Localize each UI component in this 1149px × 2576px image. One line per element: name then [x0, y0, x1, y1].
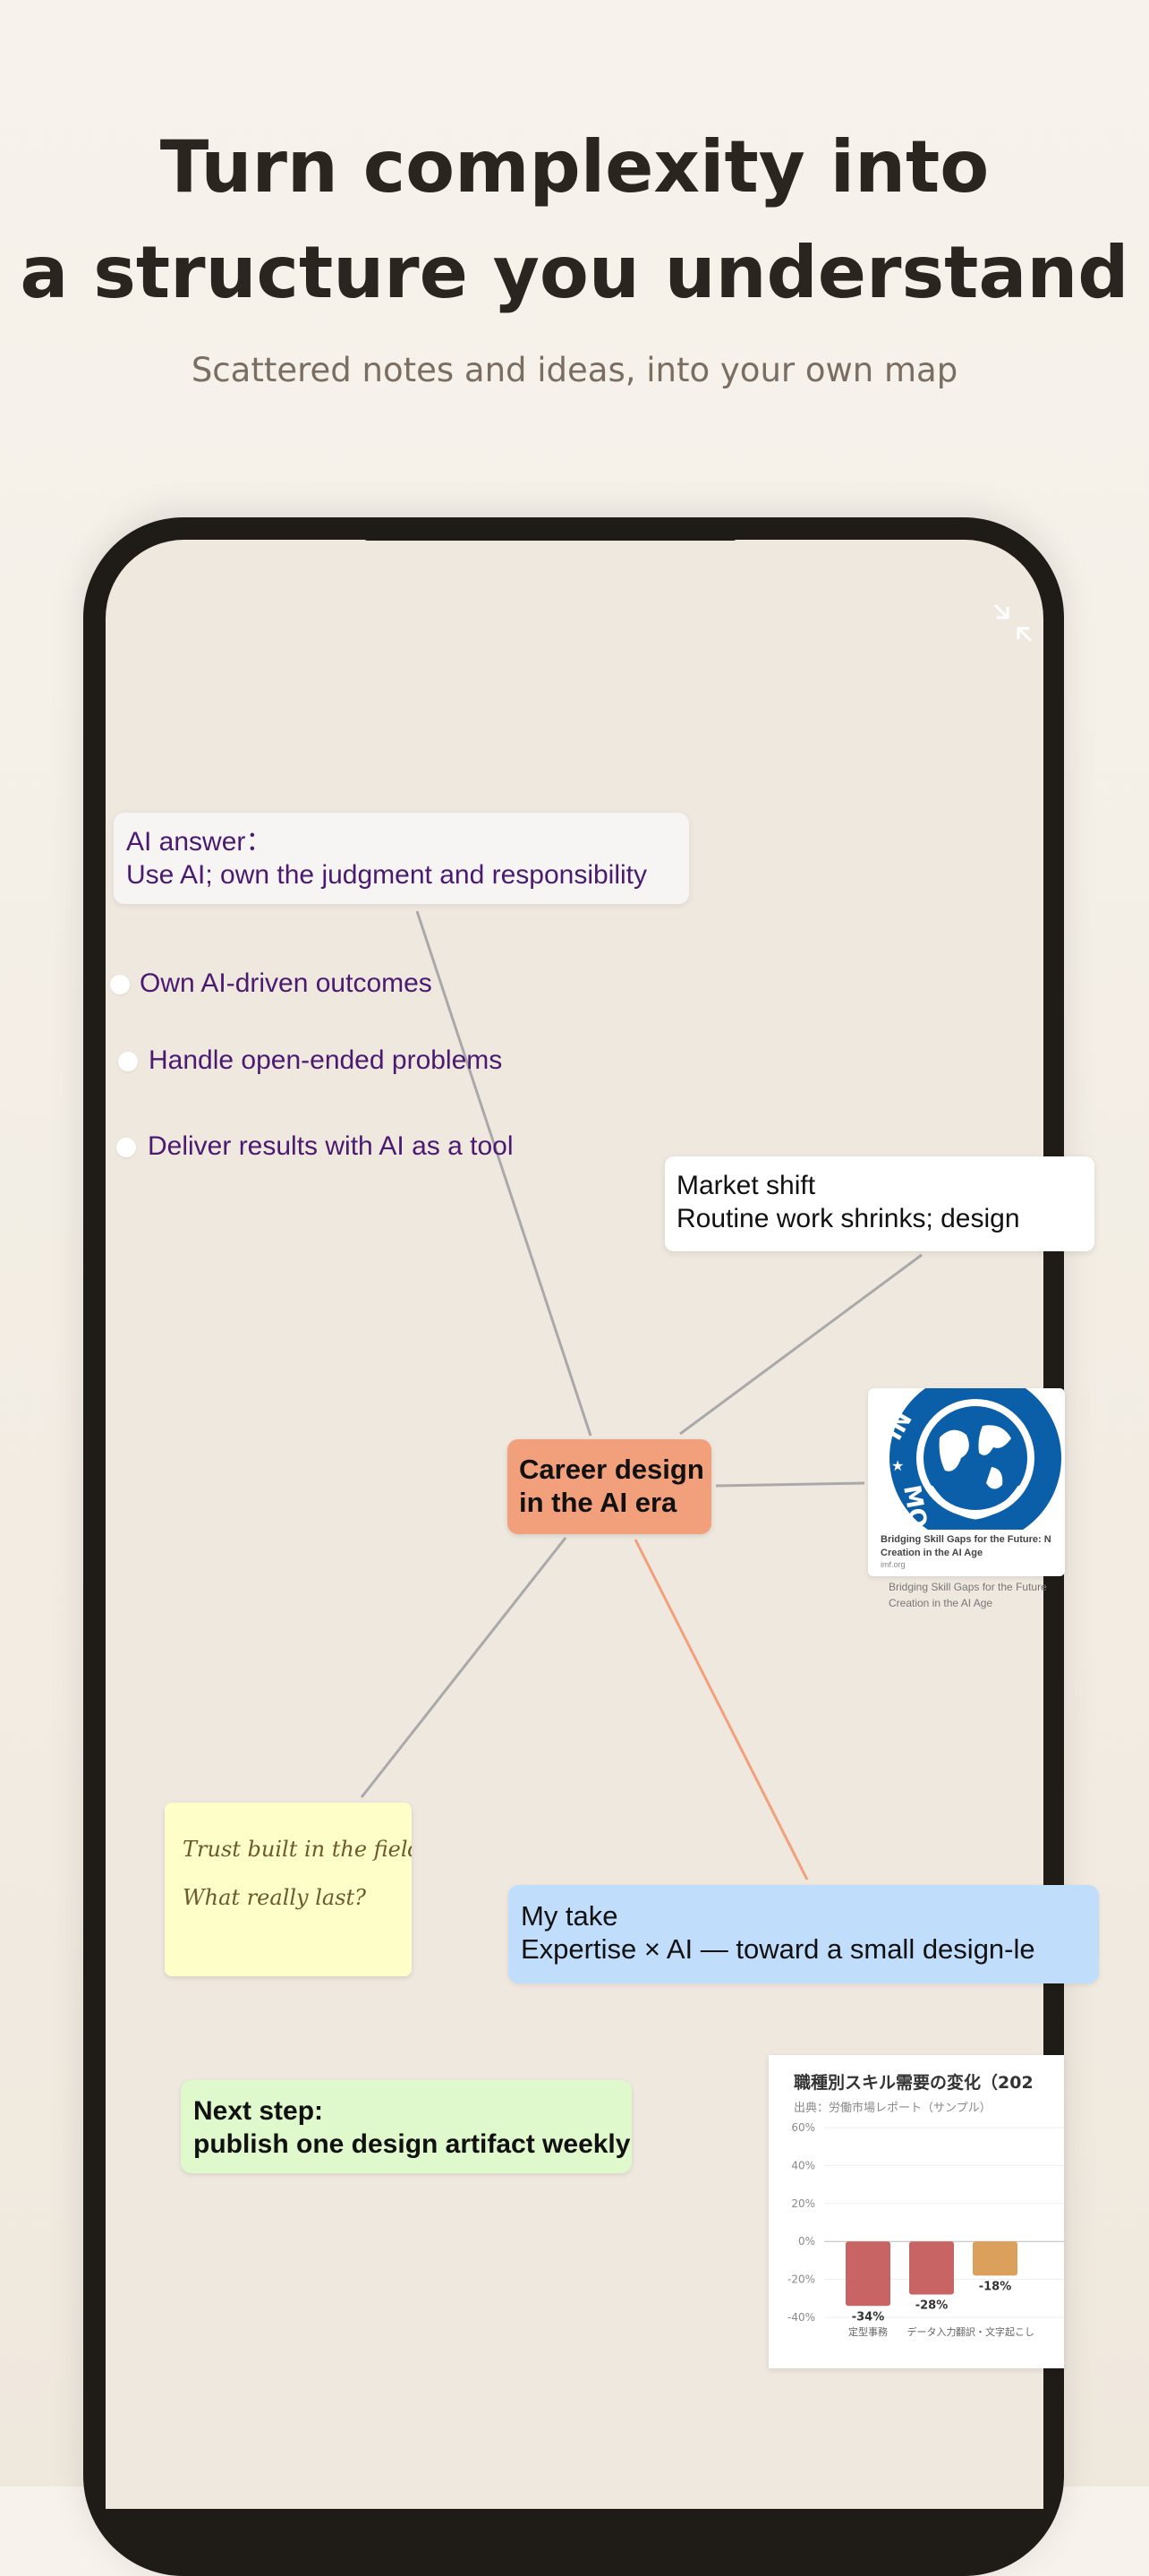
- chart-category-label: 翻訳・文字起こし: [956, 2325, 1034, 2338]
- chart-bar: [909, 2241, 954, 2295]
- ai-answer-node[interactable]: AI answer： Use AI; own the judgment and …: [114, 813, 689, 904]
- svg-text:★: ★: [891, 1457, 904, 1474]
- connector-sticky: [360, 1537, 567, 1798]
- phone-notch: [362, 535, 738, 541]
- connector-link-card: [715, 1481, 865, 1488]
- chart-category-label: データ入力: [907, 2325, 957, 2338]
- link-card-node[interactable]: IN MO ★ Bridging Skill Gaps for the Futu…: [868, 1388, 1065, 1576]
- ai-answer-label: AI answer：: [126, 827, 273, 857]
- my-take-text: Expertise × AI — toward a small design-l…: [521, 1933, 1035, 1965]
- bullet-item-3[interactable]: Deliver results with AI as a tool: [148, 1131, 514, 1161]
- bullet-dot-3: [116, 1138, 136, 1157]
- headline-line-1: Turn complexity into: [159, 125, 990, 209]
- bullet-dot-2: [118, 1052, 138, 1071]
- chart-ytick-label: 0%: [798, 2235, 815, 2248]
- sticky-note-node[interactable]: Trust built in the field is What really …: [165, 1803, 412, 1976]
- market-shift-text: Routine work shrinks; design: [677, 1204, 1020, 1233]
- central-line-1: Career design: [519, 1454, 704, 1485]
- chart-ytick-label: -20%: [787, 2273, 815, 2286]
- headline-line-2: a structure you understand: [20, 231, 1129, 314]
- chart-value-label: -28%: [915, 2299, 949, 2313]
- chart-title: 職種別スキル需要の変化（202: [794, 2073, 1034, 2093]
- next-step-node[interactable]: Next step: publish one design artifact w…: [181, 2080, 632, 2173]
- bullet-item-1[interactable]: Own AI-driven outcomes: [140, 968, 432, 998]
- bullet-item-2[interactable]: Handle open-ended problems: [149, 1045, 503, 1075]
- chart-value-label: -34%: [852, 2310, 885, 2324]
- ai-answer-text: Use AI; own the judgment and responsibil…: [126, 860, 647, 890]
- chart-bar: [973, 2241, 1017, 2276]
- connector-ai-answer: [415, 910, 592, 1437]
- subtitle: Scattered notes and ideas, into your own…: [191, 351, 958, 389]
- sticky-handwriting-line-2: What really last?: [183, 1885, 367, 1910]
- chart-bar: [846, 2241, 890, 2307]
- market-shift-title: Market shift: [677, 1171, 816, 1200]
- chart-category-label: 定型事務: [848, 2325, 888, 2338]
- chart-ytick-label: 20%: [791, 2197, 815, 2210]
- my-take-title: My take: [521, 1900, 618, 1932]
- chart-card-node[interactable]: 職種別スキル需要の変化（202 出典：労働市場レポート（サンプル） 60% 40%…: [769, 2055, 1064, 2368]
- my-take-node[interactable]: My take Expertise × AI — toward a small …: [508, 1885, 1099, 1983]
- imf-logo-image: IN MO ★: [868, 1388, 1065, 1544]
- next-step-text: publish one design artifact weekly: [193, 2129, 631, 2159]
- sticky-handwriting-line-1: Trust built in the field is: [183, 1837, 412, 1862]
- headline: Turn complexity into a structure you und…: [0, 115, 1149, 326]
- central-node[interactable]: Career design in the AI era: [507, 1439, 711, 1534]
- connector-lines: [360, 910, 923, 1881]
- link-card-domain: imf.org: [881, 1560, 906, 1569]
- link-card-caption: Bridging Skill Gaps for the Future Creat…: [889, 1581, 1047, 1609]
- central-line-2: in the AI era: [519, 1487, 677, 1518]
- connector-my-take: [634, 1539, 809, 1881]
- collapse-arrows-icon[interactable]: [990, 600, 1036, 646]
- next-step-title: Next step:: [193, 2096, 324, 2126]
- market-shift-node[interactable]: Market shift Routine work shrinks; desig…: [665, 1156, 1094, 1251]
- link-card-title: Bridging Skill Gaps for the Future: N Cr…: [881, 1534, 1051, 1558]
- chart-ytick-label: -40%: [787, 2311, 815, 2324]
- chart-ytick-label: 40%: [791, 2159, 815, 2171]
- chart-value-label: -18%: [979, 2280, 1012, 2293]
- bar-chart: 60% 40% 20% 0% -20% -40% -34%定型事務 -28% データ入力 -18%…: [787, 2121, 1064, 2338]
- bullet-dot-1: [110, 975, 130, 994]
- chart-ytick-label: 60%: [791, 2121, 815, 2134]
- connector-market: [679, 1253, 923, 1436]
- chart-subtitle: 出典：労働市場レポート（サンプル）: [794, 2102, 992, 2115]
